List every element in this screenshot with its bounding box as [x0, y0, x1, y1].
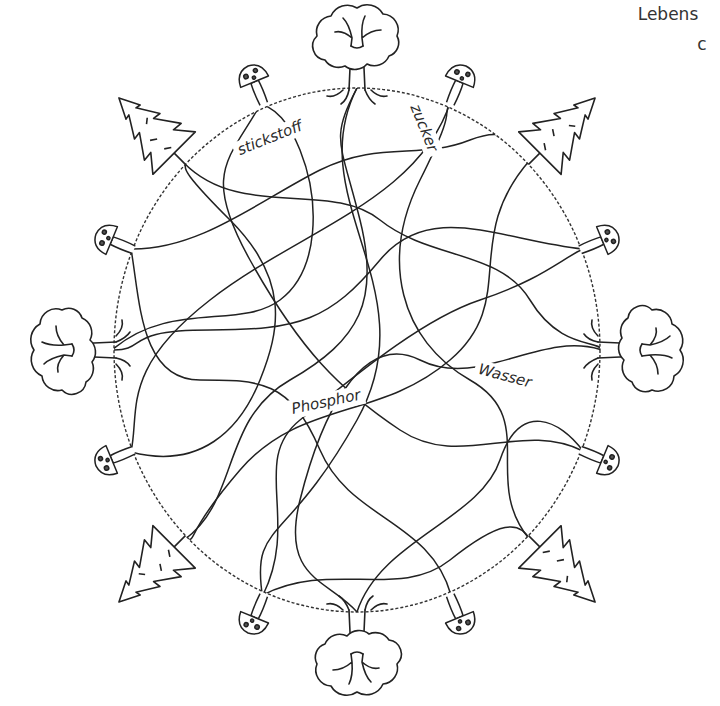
heading-fragment: c	[697, 35, 706, 54]
heading-fragment: Lebens	[638, 5, 699, 24]
